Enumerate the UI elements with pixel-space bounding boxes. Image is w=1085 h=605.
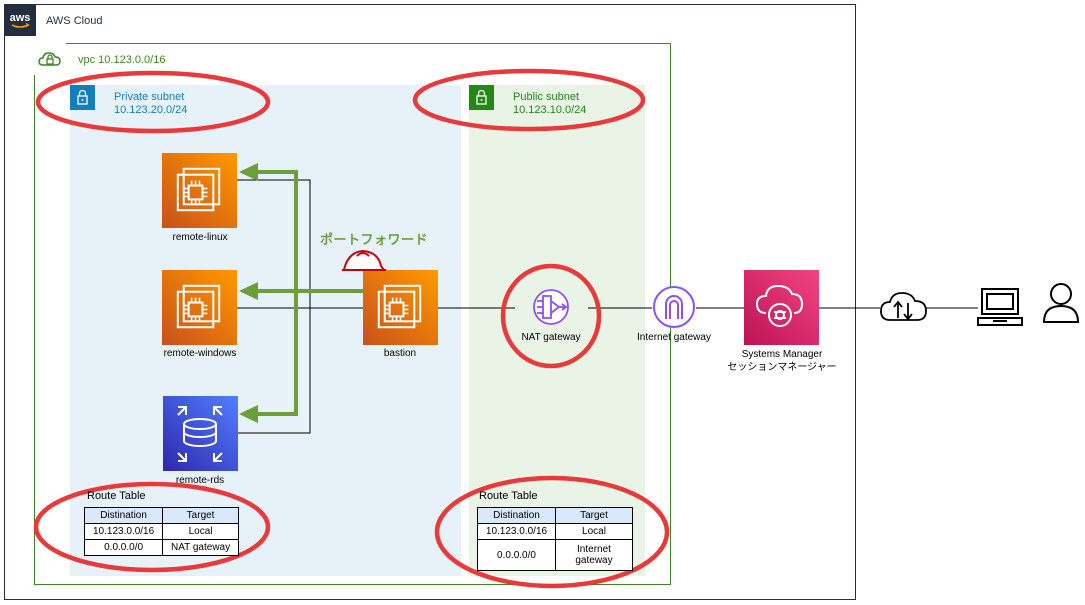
public-subnet-lock-icon xyxy=(469,85,494,110)
laptop-icon xyxy=(977,288,1023,326)
highlight-private-subnet xyxy=(35,70,271,134)
public-route-table-title: Route Table xyxy=(479,490,538,502)
hardhat-icon xyxy=(342,249,386,271)
table-row: 0.0.0.0/0 NAT gateway xyxy=(83,539,239,556)
route-target: NAT gateway xyxy=(162,539,239,556)
nat-gateway-icon xyxy=(533,289,569,325)
aws-cloud-boundary xyxy=(4,4,856,600)
bastion-backend-connector xyxy=(237,179,311,434)
private-subnet-label: Private subnet 10.123.20.0/24 xyxy=(114,91,187,117)
arrow-head-linux xyxy=(239,163,258,181)
table-row: 10.123.0.0/16 Local xyxy=(83,523,239,540)
systems-manager-icon xyxy=(744,270,819,345)
internet-gateway-label: Internet gateway xyxy=(637,332,711,343)
public-subnet-title: Public subnet xyxy=(513,91,580,103)
highlight-public-route-table xyxy=(434,475,670,589)
remote-windows-label: remote-windows xyxy=(163,348,237,359)
highlight-private-route-table xyxy=(33,481,271,573)
internet-gateway-icon xyxy=(653,286,695,328)
ec2-instance-icon xyxy=(162,153,237,228)
aws-logo-icon: aws xyxy=(4,4,36,36)
private-subnet-cidr: 10.123.20.0/24 xyxy=(114,104,188,116)
private-subnet-lock-icon xyxy=(70,85,95,110)
route-table-header: Target xyxy=(555,507,633,524)
route-target: Local xyxy=(555,523,633,540)
cloud-title: AWS Cloud xyxy=(46,15,103,27)
public-subnet-area xyxy=(469,85,645,576)
arrow-head-windows xyxy=(239,282,258,300)
systems-manager-label: Systems Manager セッションマネージャー xyxy=(702,348,862,374)
ec2-instance-icon xyxy=(162,270,237,345)
port-forward-arrows xyxy=(255,170,363,416)
route-destination: 0.0.0.0/0 xyxy=(83,539,164,556)
highlight-nat-gateway xyxy=(500,263,602,369)
connection-lines xyxy=(237,179,978,434)
nat-gateway-label: NAT gateway xyxy=(521,332,581,343)
internet-cloud-icon xyxy=(880,292,927,321)
port-forward-label: ポートフォワード xyxy=(320,232,429,247)
highlight-public-subnet xyxy=(412,68,646,132)
rds-icon xyxy=(163,396,238,471)
arrow-head-rds xyxy=(239,405,258,423)
systems-manager-label-line1: Systems Manager xyxy=(741,349,823,360)
public-subnet-cidr: 10.123.10.0/24 xyxy=(513,104,587,116)
vpc-cloud-lock-icon xyxy=(34,43,66,75)
public-subnet-label: Public subnet 10.123.10.0/24 xyxy=(513,91,586,117)
private-route-table-title: Route Table xyxy=(87,490,146,502)
systems-manager-label-line2: セッションマネージャー xyxy=(727,362,837,373)
public-route-table: Distination Target 10.123.0.0/16 Local 0… xyxy=(477,507,633,571)
highlight-ellipses xyxy=(33,68,670,589)
route-destination: 10.123.0.0/16 xyxy=(83,523,164,540)
private-subnet-title: Private subnet xyxy=(114,91,185,103)
user-icon xyxy=(1042,283,1080,323)
table-row: 10.123.0.0/16 Local xyxy=(477,523,633,540)
route-target: Internet gateway xyxy=(555,539,633,571)
route-table-header: Distination xyxy=(83,507,164,524)
route-table-header: Distination xyxy=(477,507,556,524)
route-table-header: Target xyxy=(162,507,239,524)
route-destination: 10.123.0.0/16 xyxy=(477,523,556,540)
table-row: 0.0.0.0/0 Internet gateway xyxy=(477,539,633,571)
remote-rds-label: remote-rds xyxy=(175,475,225,486)
bastion-label: bastion xyxy=(383,348,417,359)
private-route-table: Distination Target 10.123.0.0/16 Local 0… xyxy=(83,507,239,556)
vpc-title: vpc 10.123.0.0/16 xyxy=(78,54,166,66)
route-destination: 0.0.0.0/0 xyxy=(477,539,556,571)
route-target: Local xyxy=(162,523,239,540)
remote-linux-label: remote-linux xyxy=(172,232,228,243)
ec2-instance-icon xyxy=(363,270,438,345)
aws-logo-text: aws xyxy=(10,12,31,24)
